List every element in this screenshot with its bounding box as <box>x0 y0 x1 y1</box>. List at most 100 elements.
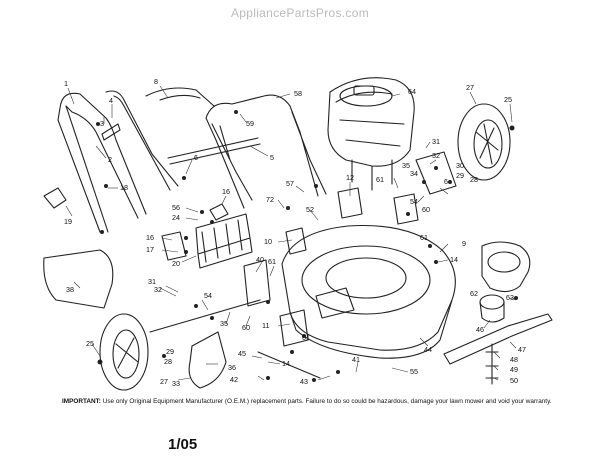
fasteners <box>96 110 518 382</box>
callout: 28 <box>164 357 172 366</box>
handle-crossbar <box>167 137 261 165</box>
engine-recoil <box>353 85 375 96</box>
callout: 8 <box>154 77 158 86</box>
callout: 61 <box>302 333 310 342</box>
notice-body: Use only Original Equipment Manufacturer… <box>102 398 552 405</box>
callout: 31 <box>432 137 440 146</box>
callout: 56 <box>172 203 180 212</box>
control-bail-latch <box>101 123 121 141</box>
blade-adapter <box>479 294 505 310</box>
callout: 44 <box>424 345 432 354</box>
callout: 61 <box>420 233 428 242</box>
upper-handle <box>205 94 327 209</box>
callout: 6 <box>194 153 198 162</box>
callout: 49 <box>510 365 518 374</box>
callout: 34 <box>410 169 418 178</box>
leader-lines <box>65 85 517 381</box>
callout: 32 <box>432 151 440 160</box>
callout: 25 <box>86 339 94 348</box>
callout: 62 <box>470 289 478 298</box>
front-axle-rod <box>149 299 321 379</box>
cutting-blade <box>443 313 553 365</box>
callout: 14 <box>450 255 458 264</box>
deck-rim <box>301 245 431 315</box>
callout: 52 <box>306 205 314 214</box>
rear-wheel-right-spokes <box>475 123 499 165</box>
callout: 32 <box>154 285 162 294</box>
callout: 36 <box>228 363 236 372</box>
engine <box>327 77 415 191</box>
callout: 59 <box>246 119 254 128</box>
front-wheel-left-hub <box>112 329 140 379</box>
callout: 25 <box>504 95 512 104</box>
callout: 64 <box>408 87 416 96</box>
callout: 2 <box>108 155 112 164</box>
callout: 29 <box>456 171 464 180</box>
revision-date: 1/05 <box>168 436 198 453</box>
callout: 20 <box>172 259 180 268</box>
lower-handle <box>57 92 147 233</box>
callout: 61 <box>268 257 276 266</box>
callout: 61 <box>376 175 384 184</box>
callout: 19 <box>64 217 72 226</box>
callout: 16 <box>146 233 154 242</box>
blade-baffle <box>481 241 531 293</box>
callout: 33 <box>172 379 180 388</box>
deck-discharge <box>315 287 355 319</box>
callout: 46 <box>476 325 484 334</box>
callout: 55 <box>410 367 418 376</box>
front-wheel-left-spokes <box>115 337 139 369</box>
mower-deck <box>281 224 456 351</box>
callout: 54 <box>204 291 212 300</box>
callout: 60 <box>242 323 250 332</box>
callout: 42 <box>230 375 238 384</box>
callout: 43 <box>300 377 308 386</box>
deck-inner <box>325 257 407 299</box>
callout: 3 <box>100 119 104 128</box>
callout: 27 <box>466 83 474 92</box>
callout: 14 <box>282 359 290 368</box>
important-notice: IMPORTANT: Use only Original Equipment M… <box>62 398 582 405</box>
rear-wheel-right-hub <box>473 119 503 169</box>
rear-shield-ribs <box>201 219 243 263</box>
callout: 4 <box>109 96 113 105</box>
callout: 31 <box>148 277 156 286</box>
callout: 16 <box>222 187 230 196</box>
side-discharge-chute <box>43 249 114 309</box>
front-wheel-left <box>99 313 149 391</box>
height-adjuster-front <box>243 259 309 347</box>
blade-bolt-stack <box>485 343 499 385</box>
callout: 1 <box>64 79 68 88</box>
control-cable <box>145 87 215 107</box>
handle-bracket-right <box>285 227 307 255</box>
callout: 38 <box>66 285 74 294</box>
callout: 6 <box>444 177 448 186</box>
callout: 58 <box>294 89 302 98</box>
callout: 27 <box>160 377 168 386</box>
height-adjuster-rear <box>337 187 419 225</box>
callout: 12 <box>346 173 354 182</box>
callout: 35 <box>402 161 410 170</box>
rear-shield <box>195 213 253 269</box>
watermark-text: AppliancePartsPros.com <box>231 6 369 20</box>
callout: 30 <box>456 161 464 170</box>
callout: 54 <box>410 197 418 206</box>
callout: 9 <box>462 239 466 248</box>
notice-lead: IMPORTANT: <box>62 398 101 405</box>
callout: 63 <box>506 293 514 302</box>
callout: 5 <box>270 153 274 162</box>
callout: 60 <box>422 205 430 214</box>
callout: 47 <box>518 345 526 354</box>
callout: 41 <box>352 355 360 364</box>
callout: 45 <box>238 349 246 358</box>
callout: 72 <box>266 195 274 204</box>
blade-adapter-body <box>479 301 505 323</box>
callout: 17 <box>146 245 154 254</box>
callout: 40 <box>256 255 264 264</box>
callout: 57 <box>286 179 294 188</box>
callout: 35 <box>220 319 228 328</box>
handle-bracket-left <box>161 231 187 261</box>
mulch-plug <box>188 331 227 389</box>
callout: 50 <box>510 376 518 385</box>
